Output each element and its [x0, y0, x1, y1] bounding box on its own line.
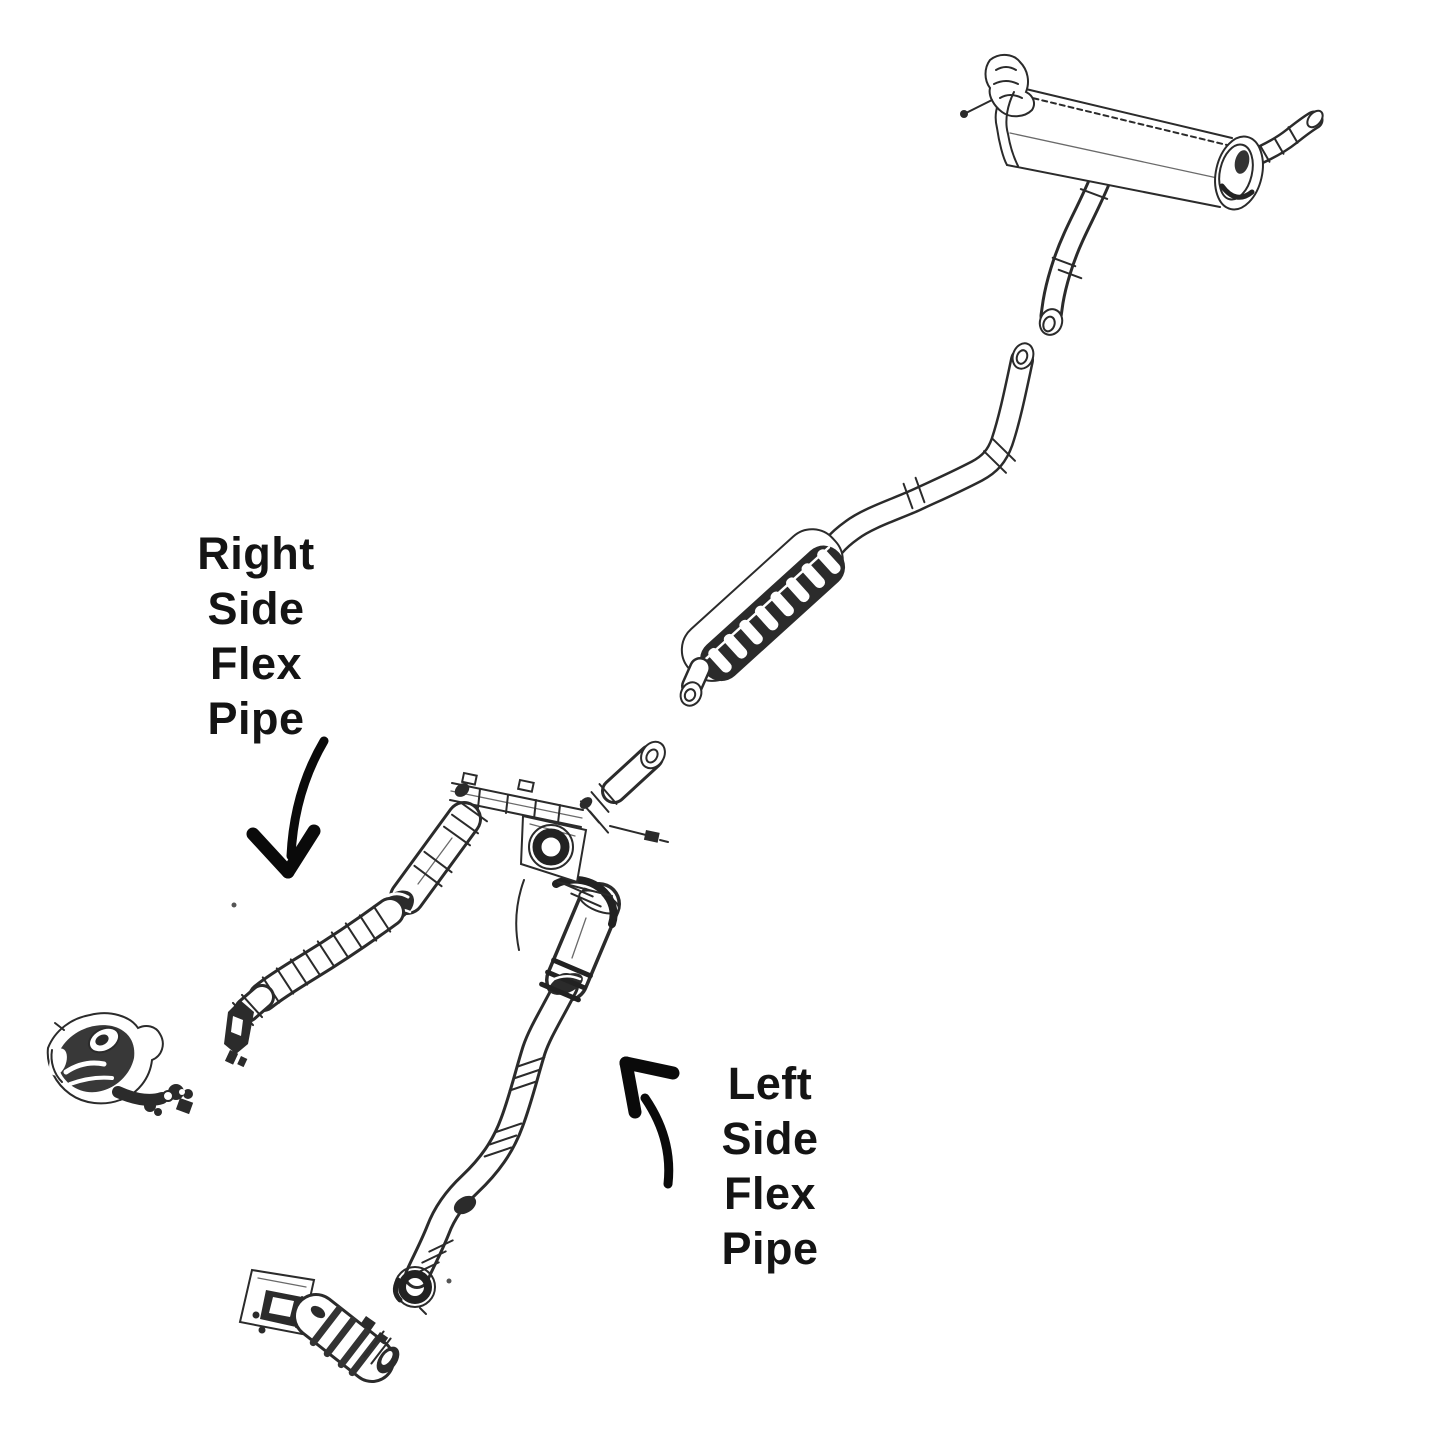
right-flex-pipe-label-line: Flex — [209, 638, 303, 689]
right-catalytic-converter — [238, 1268, 400, 1383]
tailpipe — [1241, 109, 1324, 169]
right-flex-end-flange — [224, 1000, 254, 1068]
left-flex-pipe-label: Left Side Flex Pipe — [670, 1056, 870, 1276]
right-flex-pipe-label-line: Right — [197, 528, 315, 579]
right-flex-pipe-label: Right Side Flex Pipe — [156, 526, 356, 746]
left-side-flex-pipe — [392, 879, 593, 1315]
left-flex-pipe-label-line: Flex — [723, 1168, 817, 1219]
resonator-heat-shield — [680, 528, 846, 682]
left-flex-pipe-label-line: Pipe — [721, 1223, 819, 1274]
left-flex-pipe-label-line: Left — [727, 1058, 813, 1109]
right-flex-pipe-arrow — [246, 736, 329, 879]
junction-bracket — [449, 771, 593, 828]
right-side-flex-pipe — [224, 890, 414, 1068]
right-flex-pipe-label-line: Side — [207, 583, 305, 634]
right-flex-catalyst — [389, 801, 482, 915]
right-flex-pipe-label-line: Pipe — [207, 693, 305, 744]
gasket-flange — [519, 814, 588, 884]
sensor-rod — [609, 825, 669, 843]
left-flex-pipe-arrow — [619, 1056, 680, 1189]
muffler-inlet-pipe — [1038, 168, 1115, 336]
y-pipe-junction — [389, 740, 669, 1002]
muffler-hanger — [960, 54, 1035, 167]
left-flex-pipe-label-line: Side — [721, 1113, 819, 1164]
intermediate-pipe — [679, 342, 1035, 707]
muffler — [994, 85, 1324, 211]
muffler-assembly — [960, 54, 1324, 336]
left-flex-end-flange — [392, 1266, 436, 1315]
left-catalytic-converter — [46, 1012, 194, 1116]
